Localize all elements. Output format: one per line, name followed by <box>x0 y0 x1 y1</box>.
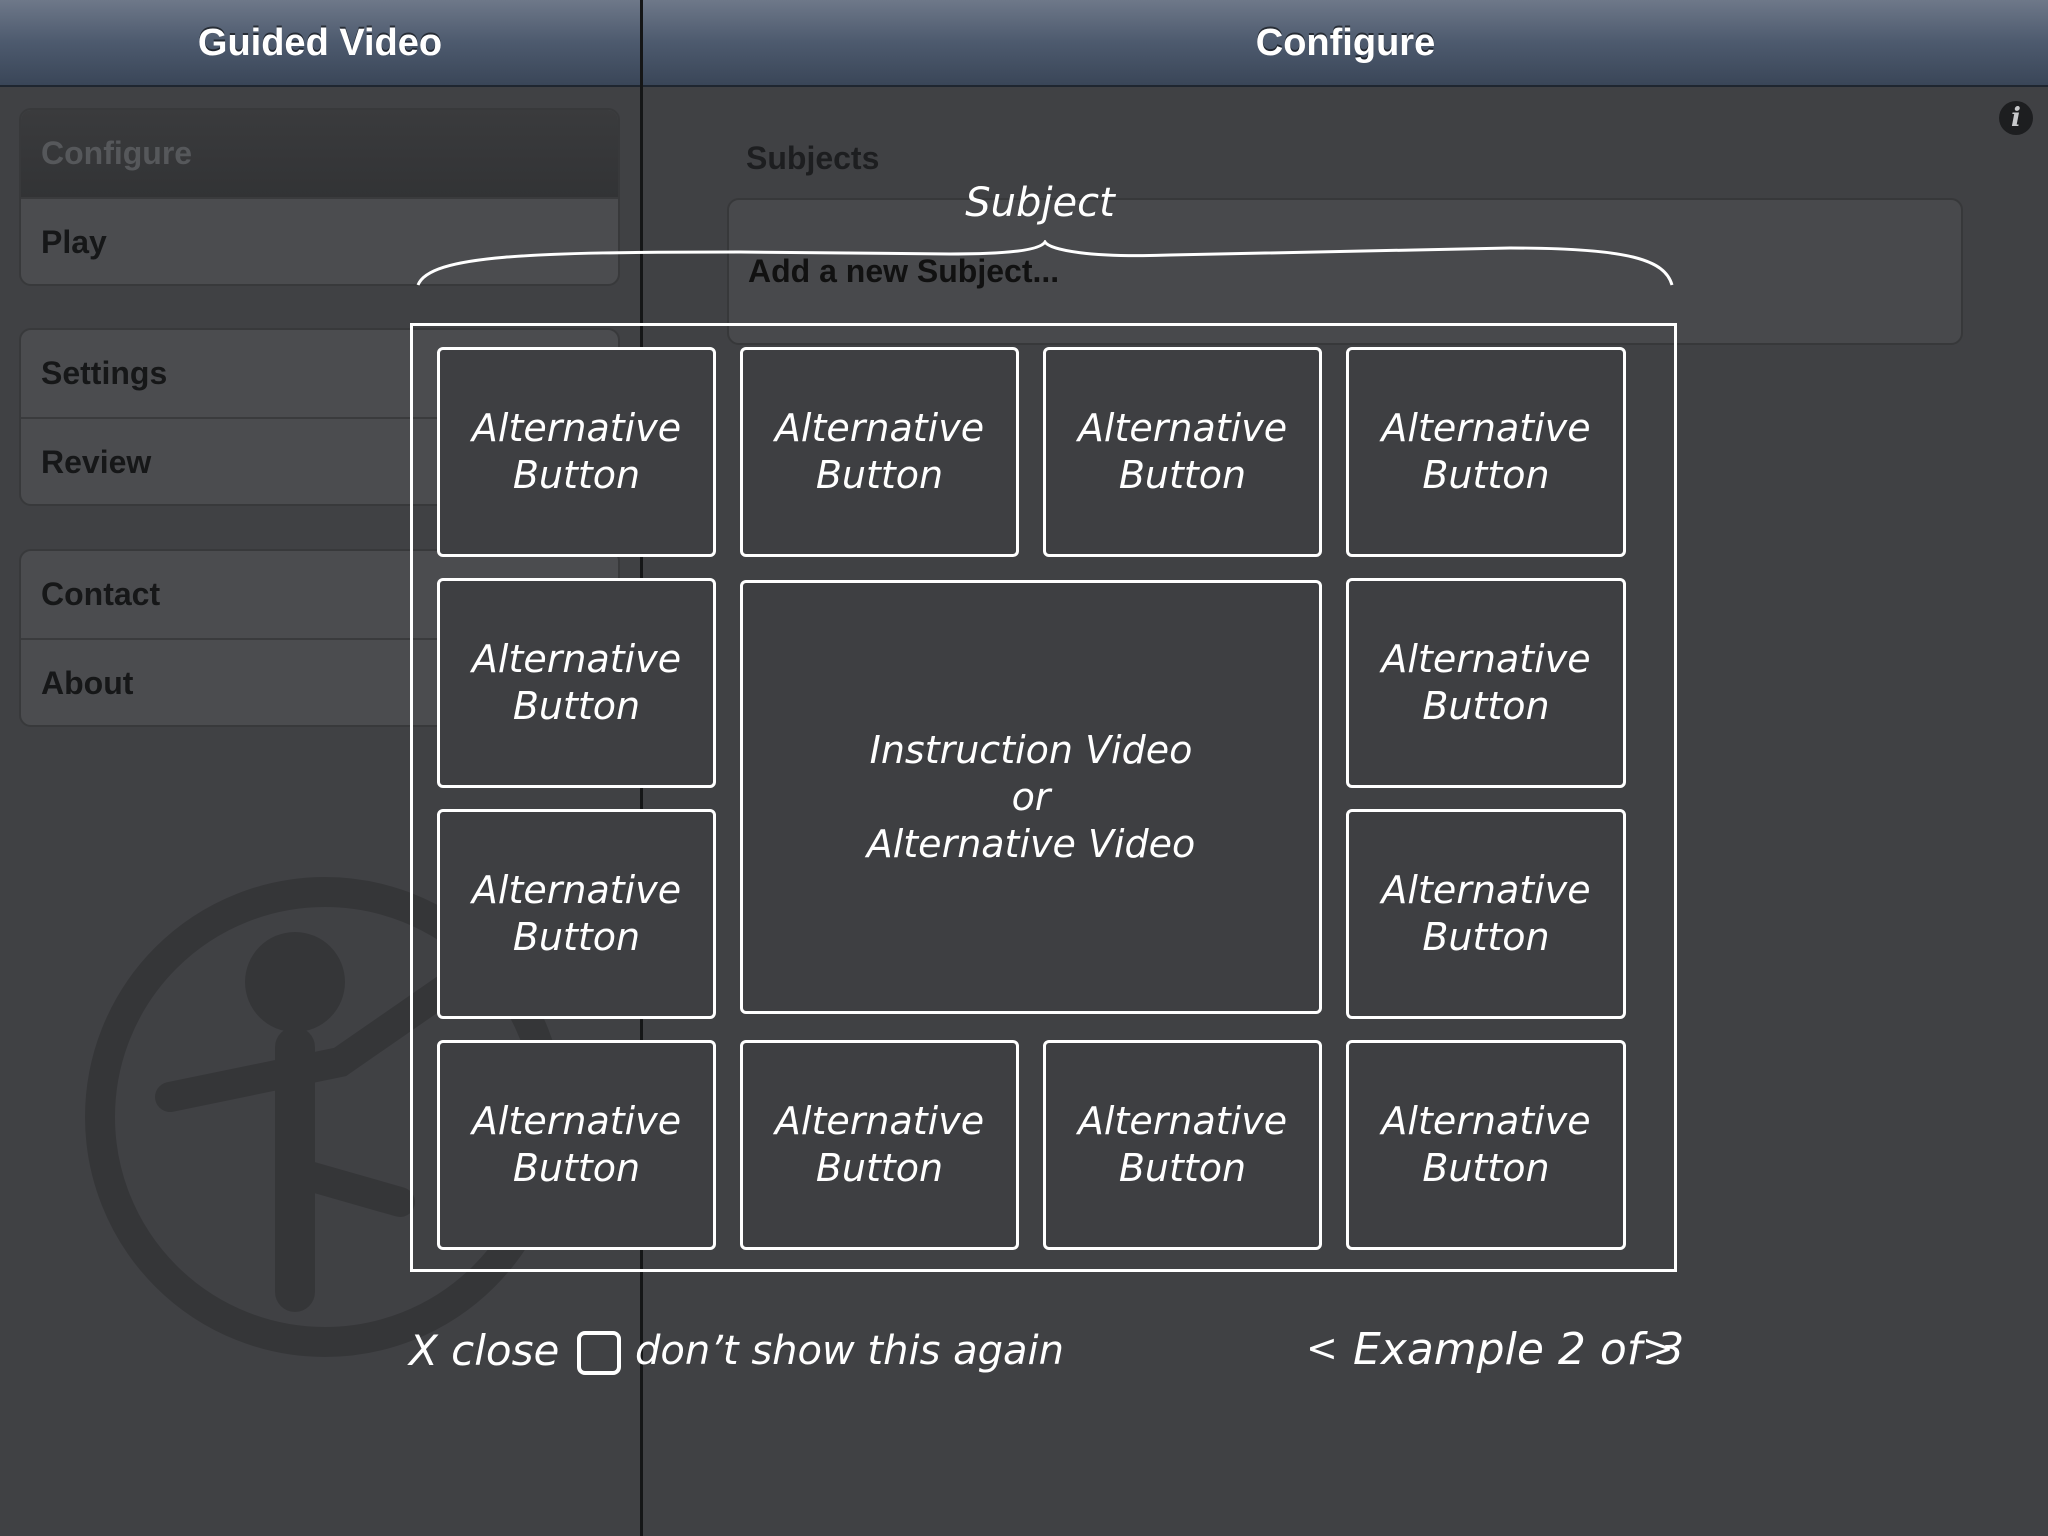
dont-show-label: don’t show this again <box>635 1328 1065 1374</box>
video-label-line2: or <box>1011 774 1051 819</box>
add-subject-row[interactable]: Add a new Subject... <box>748 253 1060 289</box>
alternative-button[interactable]: Alternative Button <box>437 809 716 1019</box>
video-label-line1: Instruction Video <box>869 727 1193 772</box>
master-title: Guided Video <box>197 22 443 64</box>
alternative-button[interactable]: Alternative Button <box>1346 1040 1626 1250</box>
close-button[interactable]: X close <box>409 1326 560 1375</box>
previous-example-button[interactable]: < <box>1306 1326 1338 1370</box>
alternative-button[interactable]: Alternative Button <box>437 1040 716 1250</box>
example-counter: Example 2 of 3 <box>1353 1324 1685 1375</box>
master-pane: Configure Play Settings Review Contact A… <box>0 87 640 1536</box>
layout-frame <box>410 323 1677 1272</box>
alternative-button[interactable]: Alternative Button <box>740 1040 1019 1250</box>
menu-item-play[interactable]: Play <box>21 197 618 284</box>
menu-item-about[interactable]: About <box>21 638 618 725</box>
instruction-video-area[interactable]: Instruction Video or Alternative Video <box>740 580 1322 1014</box>
detail-navbar: Configure <box>643 0 2048 87</box>
alternative-button[interactable]: Alternative Button <box>437 347 716 557</box>
info-icon[interactable]: i <box>1999 101 2033 135</box>
menu-item-review[interactable]: Review <box>21 417 618 504</box>
alternative-button[interactable]: Alternative Button <box>437 578 716 788</box>
alternative-button[interactable]: Alternative Button <box>1346 809 1626 1019</box>
master-navbar: Guided Video <box>0 0 640 87</box>
alternative-button[interactable]: Alternative Button <box>1043 347 1322 557</box>
alternative-button[interactable]: Alternative Button <box>1346 347 1626 557</box>
menu-item-configure[interactable]: Configure <box>21 110 618 197</box>
subject-annotation: Subject <box>965 180 1115 226</box>
dont-show-checkbox[interactable] <box>577 1331 621 1375</box>
alternative-button[interactable]: Alternative Button <box>740 347 1019 557</box>
menu-item-settings[interactable]: Settings <box>41 355 168 391</box>
detail-title: Configure <box>1255 22 1436 64</box>
alternative-button[interactable]: Alternative Button <box>1043 1040 1322 1250</box>
alternative-button[interactable]: Alternative Button <box>1346 578 1626 788</box>
subjects-table <box>727 198 1963 345</box>
menu-item-contact[interactable]: Contact <box>41 576 161 612</box>
next-example-button[interactable]: > <box>1642 1326 1674 1370</box>
curly-brace-icon <box>416 240 1674 286</box>
subjects-section-header: Subjects <box>746 140 880 176</box>
video-label-line3: Alternative Video <box>866 821 1196 866</box>
